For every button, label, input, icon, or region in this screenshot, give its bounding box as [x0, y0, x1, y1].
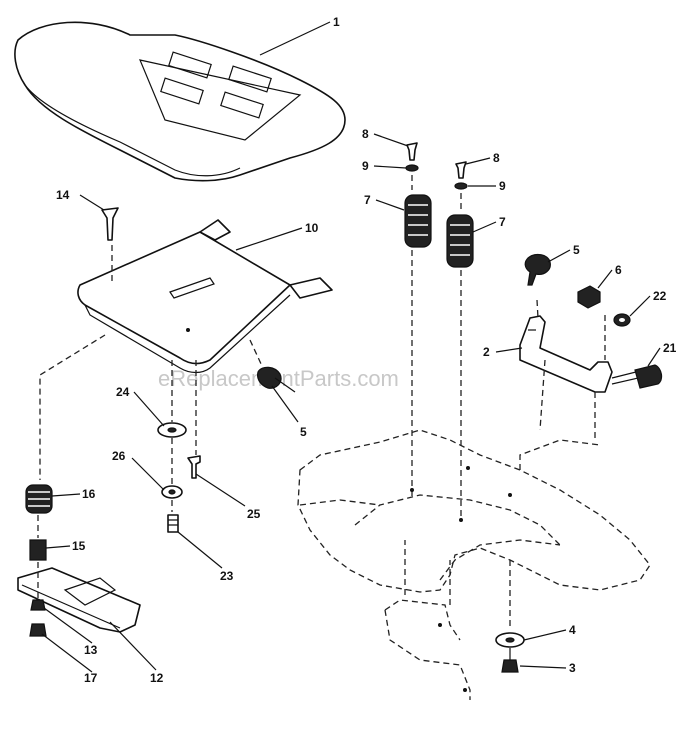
nut-part-6 [577, 285, 601, 309]
bolt-part-25 [187, 455, 201, 479]
callout-8b: 8 [493, 151, 500, 165]
bolt-part-3 [501, 648, 519, 673]
bracket-part-2 [519, 299, 613, 440]
callout-25: 25 [247, 507, 261, 521]
callout-21: 21 [663, 341, 677, 355]
leader-lines [41, 21, 661, 673]
spring-part-16 [25, 484, 53, 514]
callout-12: 12 [150, 671, 164, 685]
callout-22: 22 [653, 289, 667, 303]
bolt-left-part-8 [406, 142, 418, 161]
washer-part-26 [161, 485, 183, 499]
washer-left-part-9 [405, 164, 419, 172]
knob-part-14 [101, 207, 119, 241]
callout-17: 17 [84, 671, 98, 685]
spring-right-part-7 [446, 214, 474, 268]
chassis-outline [297, 429, 651, 700]
callout-5a: 5 [573, 243, 580, 257]
callout-8a: 8 [362, 127, 369, 141]
callout-7a: 7 [364, 193, 371, 207]
callout-14: 14 [56, 188, 70, 202]
assembly-line-knob [39, 245, 113, 480]
seat-part-1 [14, 21, 346, 182]
washer-right-part-9 [454, 182, 468, 190]
washer-part-22 [613, 313, 631, 327]
bolt-right-part-8 [455, 161, 467, 179]
bumper-part-15 [29, 539, 47, 561]
washer-part-4 [495, 632, 525, 648]
bolt-part-23 [167, 514, 179, 533]
spring-left-part-7 [404, 194, 432, 248]
callout-1: 1 [333, 15, 340, 29]
seat-pan-part-10 [77, 219, 333, 374]
bolt-part-21 [611, 364, 663, 389]
nut-part-13 [30, 599, 46, 611]
callout-9a: 9 [362, 159, 369, 173]
callout-labels: 1 14 10 8 9 7 8 9 7 5 6 22 2 21 24 5 26 … [56, 15, 677, 685]
callout-15: 15 [72, 539, 86, 553]
callout-23: 23 [220, 569, 234, 583]
knob-part-5-upper [524, 253, 551, 286]
callout-2: 2 [483, 345, 490, 359]
callout-26: 26 [112, 449, 126, 463]
nut-part-17 [29, 623, 47, 637]
callout-9b: 9 [499, 179, 506, 193]
washer-part-24 [157, 422, 187, 438]
callout-16: 16 [82, 487, 96, 501]
callout-24: 24 [116, 385, 130, 399]
knob-part-5-lower [249, 339, 296, 393]
callout-3: 3 [569, 661, 576, 675]
callout-4: 4 [569, 623, 576, 637]
callout-5b: 5 [300, 425, 307, 439]
callout-13: 13 [84, 643, 98, 657]
callout-10: 10 [305, 221, 319, 235]
callout-7b: 7 [499, 215, 506, 229]
callout-6: 6 [615, 263, 622, 277]
